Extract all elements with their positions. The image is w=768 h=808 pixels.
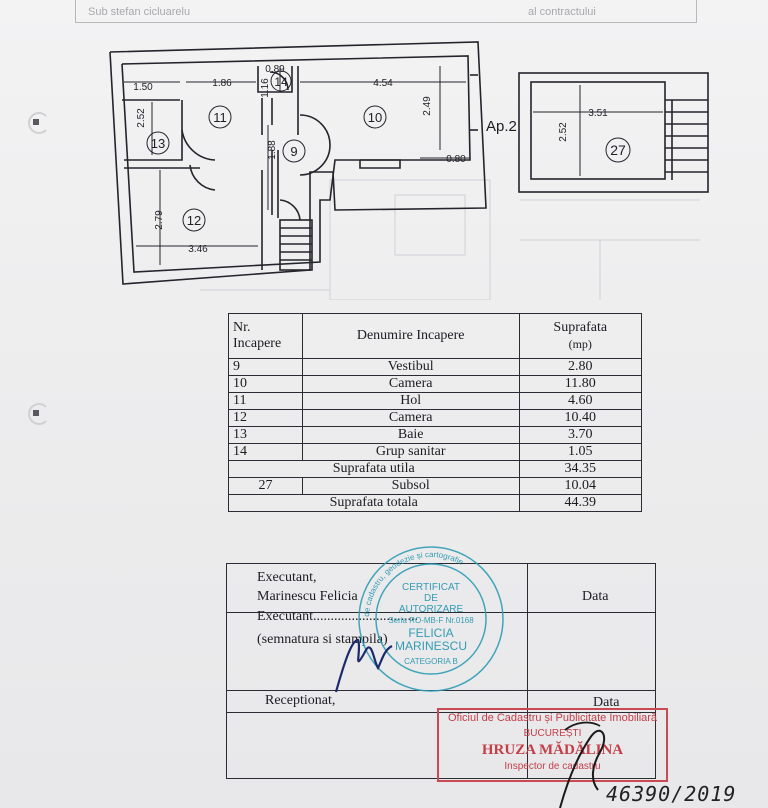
rooms-table: Nr. Incapere Denumire Incapere Suprafata…	[228, 313, 642, 512]
stamp-text: MARINESCU	[395, 639, 467, 653]
dim-label: 1.88	[267, 140, 278, 160]
punch-hole	[28, 112, 50, 134]
office-stamp-line: Inspector de cadastru	[504, 761, 601, 772]
office-stamp-line: BUCUREȘTI	[523, 728, 582, 739]
data-label: Data	[582, 589, 609, 604]
dim-label: 2.52	[136, 108, 147, 128]
cell-nr: 10	[228, 375, 303, 393]
dim-label: 2.79	[154, 210, 165, 230]
faint-text-left: Sub stefan cicluarelu	[88, 6, 191, 18]
room-number: 13	[151, 136, 165, 151]
header-text: Nr.	[233, 320, 251, 335]
header-text: Incapere	[233, 336, 282, 351]
executant-label-2: Executant..............................	[257, 609, 418, 624]
executant-label: Executant,	[257, 570, 317, 585]
dim-label: 3.46	[188, 244, 208, 255]
cell-area: 10.40	[518, 409, 642, 427]
header-text: Suprafata	[553, 319, 608, 335]
apartment-label: Ap.2	[486, 118, 517, 135]
stamp-text: CATEGORIA B	[404, 657, 458, 666]
col-header-area: Suprafata (mp)	[518, 313, 642, 359]
data-label-2: Data	[593, 695, 620, 710]
room-number: 27	[610, 142, 626, 158]
office-stamp-line: HRUZA MĂDĂLINA	[481, 742, 624, 758]
faint-text-right: al contractului	[528, 6, 596, 18]
office-stamp: Oficiul de Cadastru și Publicitate Imobi…	[437, 708, 668, 782]
cell-area: 10.04	[518, 477, 642, 495]
table-header-row: Nr. Incapere Denumire Incapere Suprafata…	[228, 313, 642, 359]
dim-label: 3.51	[588, 108, 608, 119]
punch-hole	[28, 403, 50, 425]
authorization-stamp: Membru al ANCPI să execute lucrări de ca…	[356, 544, 504, 692]
room-number: 12	[187, 213, 201, 228]
stamp-text: DE	[424, 593, 438, 604]
dim-label: 1.86	[212, 78, 232, 89]
office-stamp-line: Oficiul de Cadastru și Publicitate Imobi…	[447, 712, 658, 724]
signature-divider	[527, 564, 528, 778]
stamp-text: FELICIA	[408, 626, 453, 640]
room-number: 10	[368, 110, 382, 125]
cell-total-area: 44.39	[518, 494, 642, 512]
floor-plan: 1.50 1.86 0.89 1.16 4.54 2.52 2.49 1.88 …	[109, 41, 709, 300]
signature-divider	[227, 612, 655, 613]
stamp-text: Seria RO-MB-F Nr.0168	[388, 616, 474, 625]
header-text: (mp)	[568, 336, 592, 351]
dim-label: 0.80	[446, 154, 466, 165]
handwritten-number: 46390/2019	[606, 782, 737, 806]
dim-label: 2.52	[558, 122, 569, 142]
cell-nr: 12	[228, 409, 303, 427]
stamp-text: AUTORIZARE	[399, 604, 464, 615]
cell-useful-label: Suprafata utila	[228, 460, 520, 478]
fold-strip: Sub stefan cicluarelu al contractului	[75, 0, 697, 23]
dim-label: 2.49	[422, 96, 433, 116]
cell-nr: 27	[228, 477, 303, 495]
signature-box: Executant, Marinescu Felicia Data Execut…	[226, 563, 656, 779]
executant-name: Marinescu Felicia	[257, 589, 358, 604]
stamp-text: CERTIFICAT	[402, 582, 460, 593]
dim-label: 1.16	[260, 78, 271, 98]
receptionat-label: Receptionat,	[265, 693, 336, 708]
signature-divider	[227, 712, 655, 713]
room-number: 14	[274, 75, 288, 89]
cell-total-label: Suprafata totala	[228, 494, 520, 512]
room-number: 11	[213, 110, 227, 125]
dim-label: 1.50	[133, 82, 153, 93]
room-number: 9	[290, 144, 297, 159]
cell-nr: 13	[228, 426, 303, 444]
col-header-nr: Nr. Incapere	[228, 313, 303, 359]
dim-label: 0.89	[265, 64, 285, 75]
dim-label: 4.54	[373, 78, 393, 89]
